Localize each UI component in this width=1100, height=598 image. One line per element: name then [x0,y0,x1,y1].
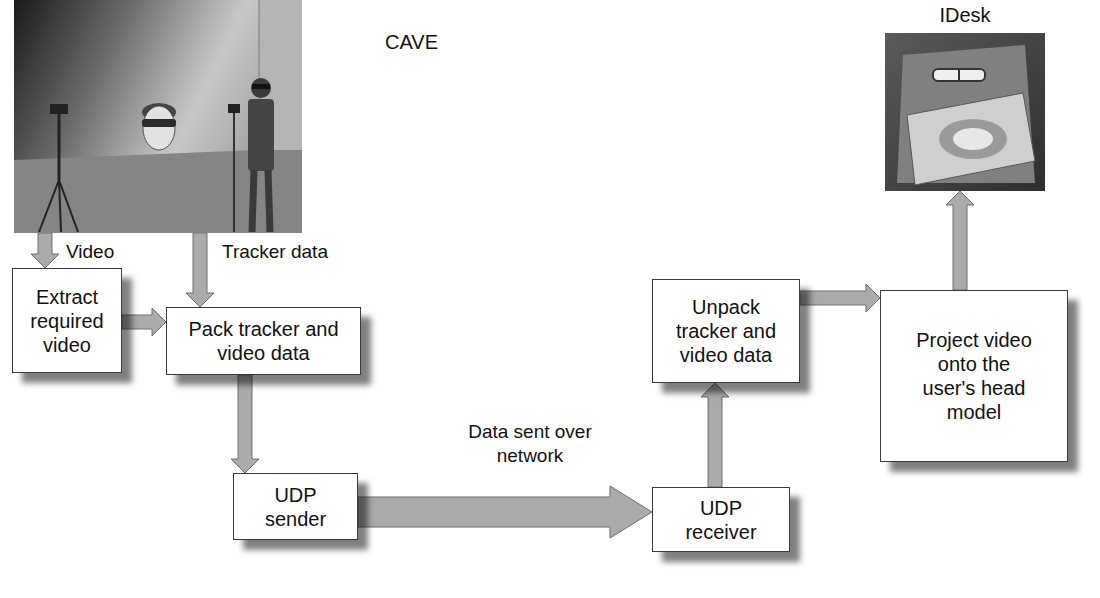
idesk-screen [907,93,1035,185]
camera [228,104,240,113]
camera [50,104,68,114]
tripod-leg [59,180,61,232]
process-box: Project video onto the user's head model [880,290,1068,462]
projected-head [939,119,1007,159]
tripod-leg [59,180,78,232]
process-box: UDP receiver [652,487,790,552]
user-leg [252,170,254,232]
photo-frame: IDesk [885,33,1045,191]
cave-photo [14,0,302,233]
edge-label: Data sent over network [435,420,625,468]
tripod-leg [39,180,59,232]
user-body [248,99,274,171]
user-head [251,78,271,98]
block-arrow [800,284,880,312]
process-box: Unpack tracker and video data [652,279,800,383]
user-glasses [252,84,270,89]
box-label: Unpack tracker and video data [661,295,791,367]
idesk-background [885,33,1045,191]
virtual-head [143,106,175,150]
process-box: Pack tracker and video data [166,307,361,375]
user-leg [268,170,270,232]
photo-caption: IDesk [885,3,1045,27]
block-arrow [122,308,166,336]
block-arrow [701,383,729,487]
cave-wall [14,0,302,233]
block-arrow [186,233,214,307]
edge-label: Tracker data [222,240,328,264]
block-arrow [358,486,652,538]
edge-label: Video [66,240,114,264]
photo-caption: CAVE [385,30,438,54]
block-arrow [946,191,974,290]
tripod [58,114,61,180]
virtual-glasses [142,119,176,127]
block-arrow [31,233,59,268]
block-arrow [231,375,259,473]
projected-face [953,128,993,150]
box-label: Extract required video [19,285,115,357]
box-label: Pack tracker and video data [175,317,353,365]
stereo-glasses [958,69,960,81]
process-box: UDP sender [233,473,358,540]
tripod [233,113,235,232]
box-label: Project video onto the user's head model [909,328,1039,424]
idesk-photo [885,33,1045,191]
box-label: UDP receiver [671,496,771,544]
stereo-glasses [933,69,985,81]
process-box: Extract required video [12,268,122,373]
photo-frame: CAVE [14,0,302,233]
box-label: UDP sender [256,483,336,531]
